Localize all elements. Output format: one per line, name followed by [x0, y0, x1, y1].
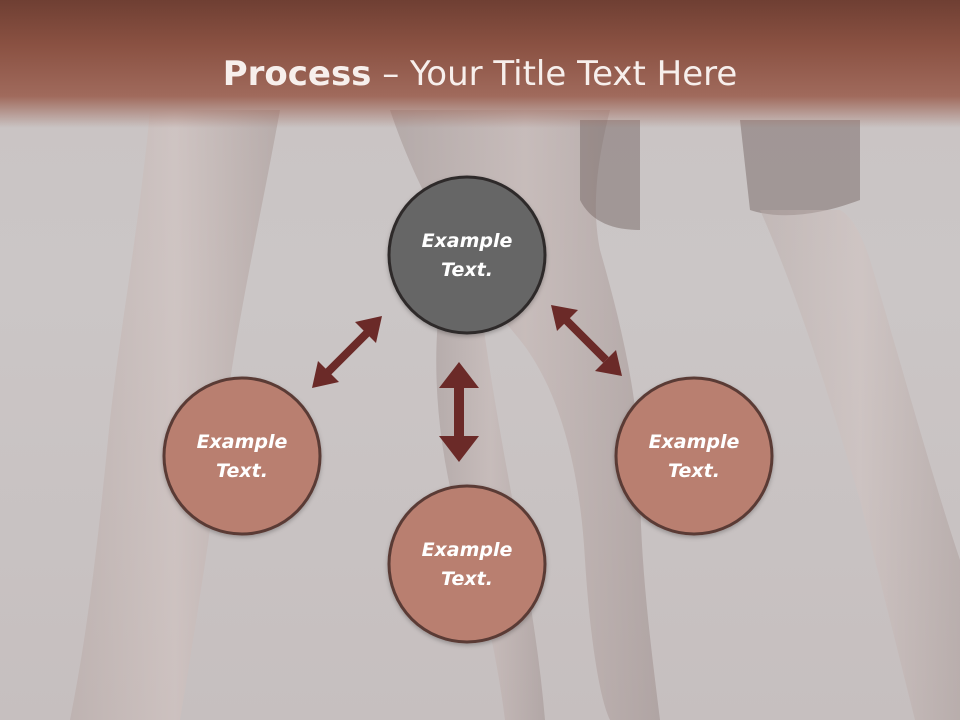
node-right-line1: Example — [649, 431, 740, 453]
node-right-line2: Text. — [668, 460, 720, 482]
slide-title: Process – Your Title Text Here — [0, 50, 960, 98]
arrow-right-diagonal — [551, 305, 622, 376]
node-bottom: Example Text. — [387, 484, 547, 644]
node-left-line1: Example — [197, 431, 288, 453]
node-top-line2: Text. — [441, 259, 493, 281]
node-top-line1: Example — [422, 230, 513, 252]
node-left: Example Text. — [162, 376, 322, 536]
node-bottom-line1: Example — [422, 539, 513, 561]
node-right: Example Text. — [614, 376, 774, 536]
arrow-left-diagonal — [312, 316, 382, 388]
title-bar — [0, 0, 960, 128]
node-bottom-line2: Text. — [441, 568, 493, 590]
node-left-line2: Text. — [216, 460, 268, 482]
title-rest: – Your Title Text Here — [371, 54, 738, 94]
title-bold: Process — [222, 54, 372, 94]
node-top: Example Text. — [387, 175, 547, 335]
arrow-vertical — [439, 362, 479, 462]
